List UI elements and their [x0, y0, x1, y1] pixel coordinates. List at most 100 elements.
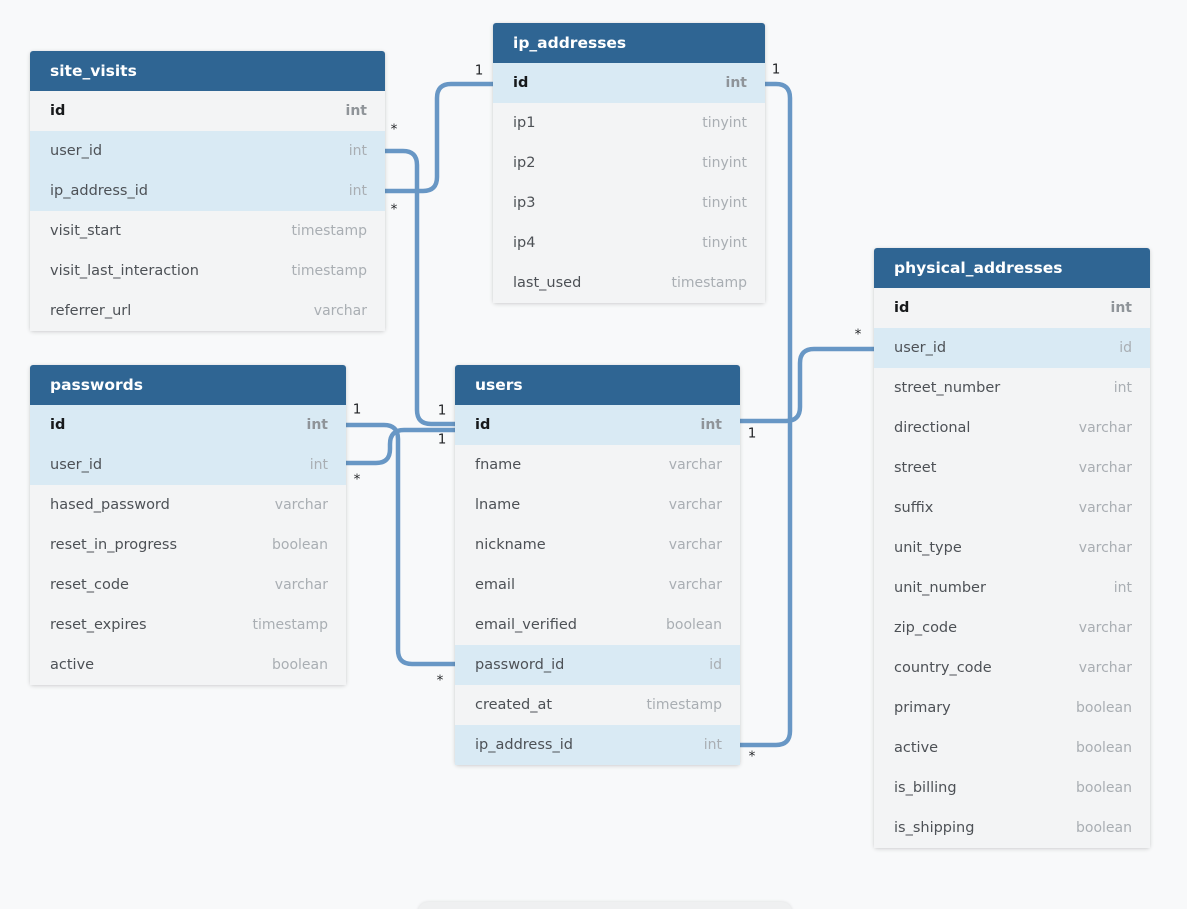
- field-row-site_visits-visit_last_interaction[interactable]: visit_last_interaction timestamp: [30, 251, 385, 291]
- field-type: int: [348, 183, 367, 199]
- field-type: id: [709, 657, 722, 673]
- field-type: varchar: [1078, 420, 1132, 436]
- table-header-users[interactable]: users: [455, 365, 740, 405]
- field-type: int: [345, 103, 367, 119]
- field-name: id: [50, 103, 66, 119]
- field-row-site_visits-ip_address_id[interactable]: ip_address_id int: [30, 171, 385, 211]
- field-type: tinyint: [702, 115, 747, 131]
- field-name: lname: [475, 497, 521, 513]
- field-type: boolean: [1076, 700, 1132, 716]
- field-name: country_code: [894, 660, 992, 676]
- field-row-physical_addresses-directional[interactable]: directional varchar: [874, 408, 1150, 448]
- field-name: visit_last_interaction: [50, 263, 199, 279]
- table-header-site_visits[interactable]: site_visits: [30, 51, 385, 91]
- relationship-line-site_visits.user_id-to-users.id[interactable]: [385, 148, 455, 427]
- table-title: physical_addresses: [894, 259, 1063, 277]
- field-type: int: [306, 417, 328, 433]
- field-name: user_id: [50, 457, 103, 473]
- table-title: passwords: [50, 376, 143, 394]
- field-name: reset_code: [50, 577, 129, 593]
- table-header-passwords[interactable]: passwords: [30, 365, 346, 405]
- table-header-physical_addresses[interactable]: physical_addresses: [874, 248, 1150, 288]
- field-name: street: [894, 460, 937, 476]
- field-name: visit_start: [50, 223, 121, 239]
- relationship-line-users.id-to-physical_addresses.user_id[interactable]: [740, 346, 874, 424]
- relationship-line-passwords.id-to-users.password_id[interactable]: [346, 422, 455, 667]
- field-row-passwords-user_id[interactable]: user_id int: [30, 445, 346, 485]
- field-name: ip4: [513, 235, 536, 251]
- relationship-line-passwords.user_id-to-users.id[interactable]: [346, 427, 455, 466]
- field-type: varchar: [668, 457, 722, 473]
- relationship-line-ip_addresses.id-to-users.ip_address_id[interactable]: [740, 81, 793, 748]
- field-type: int: [703, 737, 722, 753]
- field-name: reset_in_progress: [50, 537, 178, 553]
- field-type: int: [309, 457, 328, 473]
- relationship-line-site_visits.ip_address_id-to-ip_addresses.id[interactable]: [385, 81, 493, 194]
- field-row-site_visits-id[interactable]: id int: [30, 91, 385, 131]
- field-type: varchar: [1078, 500, 1132, 516]
- table-header-ip_addresses[interactable]: ip_addresses: [493, 23, 765, 63]
- field-type: tinyint: [702, 155, 747, 171]
- field-name: nickname: [475, 537, 546, 553]
- field-name: directional: [894, 420, 971, 436]
- field-type: varchar: [313, 303, 367, 319]
- bottom-toolbar[interactable]: [418, 902, 792, 909]
- field-row-users-password_id[interactable]: password_id id: [455, 645, 740, 685]
- field-name: id: [50, 417, 66, 433]
- field-name: password_id: [475, 657, 565, 673]
- field-name: ip_address_id: [50, 183, 148, 199]
- field-name: id: [513, 75, 529, 91]
- field-type: int: [1110, 300, 1132, 316]
- field-type: id: [1119, 340, 1132, 356]
- field-row-site_visits-referrer_url[interactable]: referrer_url varchar: [30, 291, 385, 331]
- field-type: timestamp: [291, 263, 367, 279]
- field-row-passwords-id[interactable]: id int: [30, 405, 346, 445]
- field-name: ip3: [513, 195, 536, 211]
- field-name: referrer_url: [50, 303, 132, 319]
- field-type: boolean: [666, 617, 722, 633]
- field-name: created_at: [475, 697, 553, 713]
- field-name: is_shipping: [894, 820, 975, 836]
